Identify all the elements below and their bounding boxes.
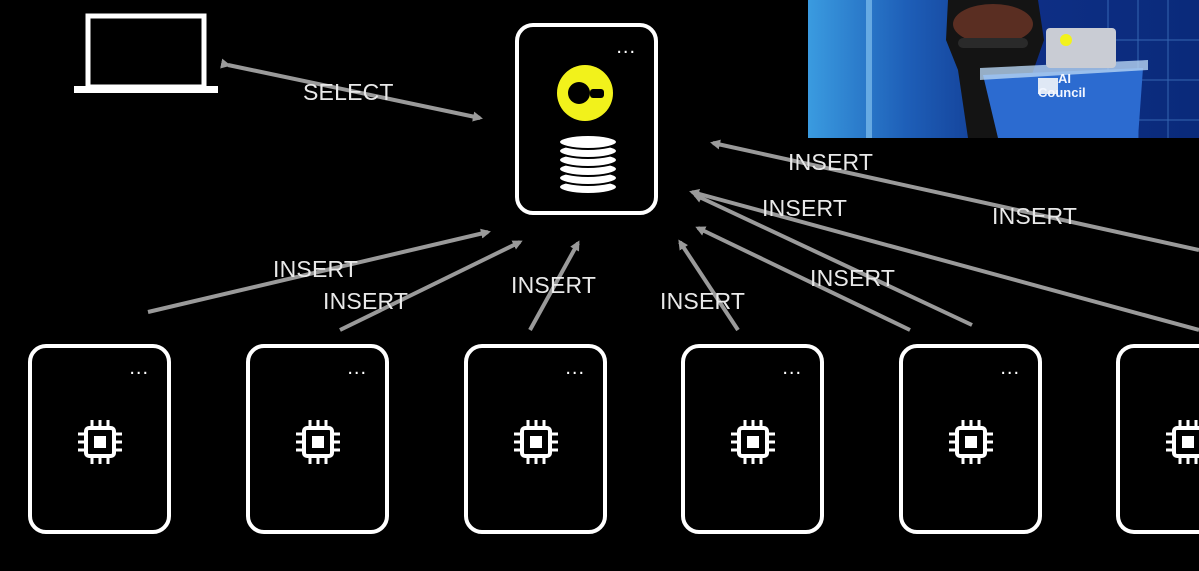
insert-label: INSERT: [992, 205, 1077, 228]
insert-label: INSERT: [788, 151, 873, 174]
database-stack-icon: [553, 127, 623, 197]
worker-card-6: [1116, 344, 1199, 534]
insert-label: INSERT: [762, 197, 847, 220]
duckdb-style-logo-icon: [555, 63, 615, 123]
insert-label: INSERT: [511, 274, 596, 297]
more-options-icon[interactable]: ...: [1000, 358, 1020, 378]
worker-card-4: ...: [681, 344, 824, 534]
podium-sign-line1: AI: [1058, 72, 1071, 85]
stage-scene: [808, 0, 1199, 138]
worker-card-1: ...: [28, 344, 171, 534]
insert-label: INSERT: [660, 290, 745, 313]
more-options-icon[interactable]: ...: [616, 37, 636, 57]
more-options-icon[interactable]: ...: [782, 358, 802, 378]
cpu-chip-icon: [728, 417, 778, 467]
more-options-icon[interactable]: ...: [347, 358, 367, 378]
insert-arrow-2: [340, 242, 520, 330]
insert-arrow-4: [680, 242, 738, 330]
cpu-chip-icon: [511, 417, 561, 467]
more-options-icon[interactable]: ...: [565, 358, 585, 378]
podium-sign-line2: Council: [1038, 86, 1086, 99]
database-server-card: ...: [515, 23, 658, 215]
cpu-chip-icon: [1163, 417, 1199, 467]
more-options-icon[interactable]: ...: [129, 358, 149, 378]
worker-card-5: ...: [899, 344, 1042, 534]
select-label: SELECT: [303, 81, 394, 104]
insert-label: INSERT: [323, 290, 408, 313]
insert-label: INSERT: [810, 267, 895, 290]
laptop-icon: [72, 10, 222, 100]
cpu-chip-icon: [75, 417, 125, 467]
cpu-chip-icon: [946, 417, 996, 467]
worker-card-3: ...: [464, 344, 607, 534]
cpu-chip-icon: [293, 417, 343, 467]
speaker-video-inset: AI Council: [808, 0, 1199, 138]
insert-label: INSERT: [273, 258, 358, 281]
worker-card-2: ...: [246, 344, 389, 534]
